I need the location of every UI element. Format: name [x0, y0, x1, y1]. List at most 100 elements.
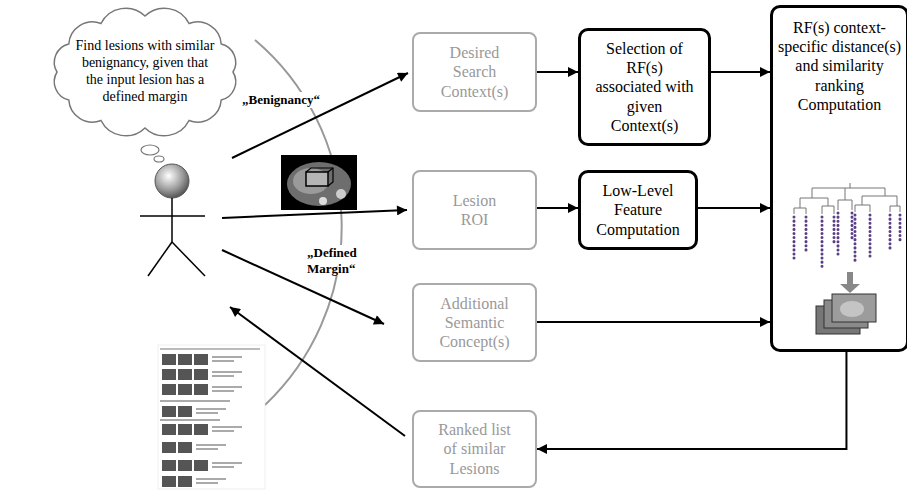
- box-text: Desired Search Context(s): [435, 43, 515, 101]
- results-document-part-part: [194, 369, 208, 380]
- process-box: RF(s) context-specific distance(s) and s…: [770, 5, 907, 352]
- process-box: Selection of RF(s) associated with given…: [578, 28, 711, 146]
- results-document-part-part: [194, 354, 208, 365]
- user-figure-part: [148, 242, 172, 276]
- flow-arrow: [698, 207, 770, 209]
- results-document-part: [160, 348, 260, 350]
- results-document-part: [160, 356, 242, 484]
- results-document-part-part: [178, 476, 192, 487]
- box-text: Selection of RF(s) associated with given…: [595, 39, 695, 135]
- user-figure-part: [140, 215, 205, 217]
- results-document-part-part: [194, 460, 208, 471]
- ct-image-part: [336, 189, 346, 199]
- down-arrow-part: [840, 284, 860, 293]
- cluster-leaves-part: [837, 213, 840, 255]
- results-document-part-part: [162, 424, 176, 435]
- box-text: Low-Level Feature Computation: [591, 181, 686, 239]
- ct-image-part: [328, 168, 333, 172]
- cluster-leaves-part: [869, 215, 872, 258]
- results-document-part-part: [212, 375, 234, 377]
- results-document: [158, 345, 265, 489]
- process-box: Desired Search Context(s): [412, 32, 537, 112]
- user-figure-part: [172, 242, 205, 276]
- results-document-part-part: [196, 448, 218, 450]
- box-text: Ranked list of similar Lesions: [432, 420, 517, 478]
- results-document-part-part: [212, 386, 242, 388]
- results-document-part-part: [212, 360, 234, 362]
- flow-arrow: [537, 71, 578, 73]
- results-document-part-part: [196, 408, 226, 410]
- results-document-part-part: [162, 476, 176, 487]
- results-document-part-part: [178, 460, 192, 471]
- ct-image-part: [293, 168, 329, 194]
- cluster-leaves-part: [889, 215, 892, 250]
- results-document-part-part: [178, 406, 192, 417]
- image-stack-part: [840, 301, 864, 317]
- arrow-label: „Defined Margin“: [305, 245, 369, 276]
- results-document-part-part: [162, 354, 176, 365]
- flow-arrow: [711, 71, 770, 73]
- ct-image-part: [287, 162, 351, 206]
- cluster-leaves-part: [821, 217, 824, 268]
- ct-image-part: [306, 168, 333, 186]
- ct-image: [281, 155, 357, 210]
- results-document-part-part: [212, 466, 234, 468]
- cluster-tree-part: [794, 183, 900, 214]
- box-text: RF(s) context-specific distance(s) and s…: [777, 18, 902, 114]
- results-document-part-part: [162, 369, 176, 380]
- results-document-part-part: [212, 430, 234, 432]
- down-arrow-part: [847, 272, 853, 284]
- ct-image-part: [281, 155, 357, 210]
- results-document-part-part: [196, 482, 218, 484]
- user-arrows-part: [232, 73, 408, 158]
- results-document-part: [158, 345, 265, 489]
- box-text: Additional Semantic Concept(s): [430, 294, 520, 352]
- results-document-part-part: [212, 371, 242, 373]
- results-document-part-part: [212, 390, 234, 392]
- user-figure-part: [155, 164, 189, 198]
- results-document-part-part: [160, 419, 220, 421]
- results-document-part-part: [194, 424, 208, 435]
- thought-text: Find lesions with similar benignancy, gi…: [75, 38, 215, 105]
- results-document-part-part: [178, 354, 192, 365]
- results-document-part-part: [196, 478, 226, 480]
- results-document-part-part: [162, 442, 176, 453]
- image-stack-part: [832, 294, 876, 322]
- results-document-part-part: [178, 369, 192, 380]
- results-document-part-part: [212, 462, 242, 464]
- results-document-part-part: [196, 444, 226, 446]
- results-document-part-part: [194, 384, 208, 395]
- results-document-part-part: [162, 406, 176, 417]
- flow-arrow: [537, 207, 578, 209]
- thought-cloud: Find lesions with similar benignancy, gi…: [40, 2, 250, 142]
- cluster-tree: [794, 183, 900, 214]
- results-document-part-part: [178, 424, 192, 435]
- flow-arrow: [537, 321, 770, 323]
- cluster-leaves-part: [793, 217, 796, 262]
- process-box: Additional Semantic Concept(s): [412, 283, 537, 362]
- cluster-leaves-part: [851, 213, 854, 240]
- user-figure: [140, 164, 205, 276]
- results-document-part-part: [178, 442, 192, 453]
- box-text: Lesion ROI: [445, 191, 505, 229]
- process-box: Ranked list of similar Lesions: [412, 410, 537, 488]
- thought-bubbles-part: [154, 156, 164, 162]
- results-document-part-part: [212, 356, 242, 358]
- flow-arrow: [537, 352, 846, 449]
- down-arrow: [840, 272, 860, 293]
- results-document-part-part: [178, 384, 192, 395]
- thought-bubbles: [141, 145, 164, 162]
- cluster-leaves-part: [833, 217, 836, 245]
- cloud-outline: [54, 8, 235, 136]
- ct-image-part: [306, 172, 328, 186]
- ct-image-part: [319, 197, 327, 205]
- cluster-leaves: [794, 213, 900, 268]
- results-document-part-part: [162, 384, 176, 395]
- results-document-part-part: [162, 460, 176, 471]
- user-figure-part: [171, 198, 173, 242]
- user-arrows-part: [222, 210, 407, 218]
- cluster-leaves-part: [899, 215, 902, 242]
- thought-bubbles-part: [141, 145, 159, 155]
- process-box: Low-Level Feature Computation: [578, 170, 698, 250]
